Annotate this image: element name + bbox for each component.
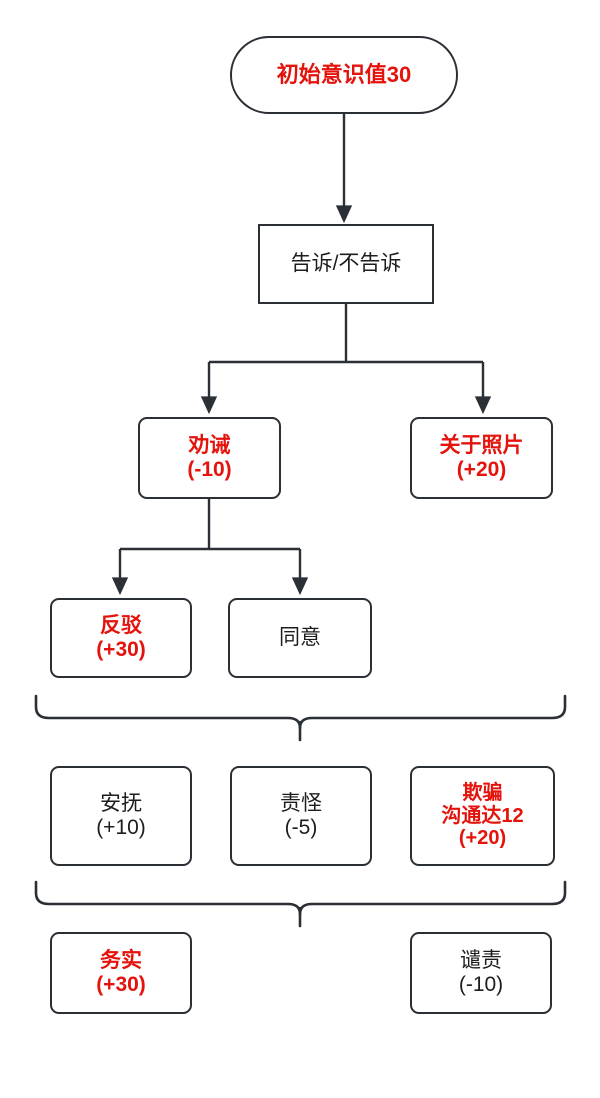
node-label: 初始意识值30 <box>276 61 412 87</box>
node-label: 同意 <box>279 626 321 650</box>
node-agree[interactable]: 同意 <box>228 598 372 678</box>
node-requirement: 沟通达12 <box>441 804 524 827</box>
node-score: (+20) <box>456 458 507 481</box>
node-score: (+30) <box>96 973 146 996</box>
node-label: 告诉/不告诉 <box>290 252 402 276</box>
node-label: 安抚 <box>100 792 142 816</box>
node-label: 关于照片 <box>439 434 524 458</box>
node-comfort[interactable]: 安抚 (+10) <box>50 766 192 866</box>
node-persuade[interactable]: 劝诫 (-10) <box>138 417 281 499</box>
node-tell-or-not[interactable]: 告诉/不告诉 <box>258 224 434 304</box>
node-label: 务实 <box>100 949 142 973</box>
edge-persuade-branch <box>111 499 309 596</box>
node-score: (+30) <box>96 638 146 661</box>
node-score: (-10) <box>187 458 232 481</box>
node-score: (+20) <box>458 827 507 850</box>
node-condemn[interactable]: 谴责 (-10) <box>410 932 552 1014</box>
node-about-photo[interactable]: 关于照片 (+20) <box>410 417 553 499</box>
node-score: (+10) <box>96 816 146 839</box>
brace-lower <box>34 880 567 928</box>
node-deceive[interactable]: 欺骗 沟通达12 (+20) <box>410 766 555 866</box>
node-label: 谴责 <box>460 949 502 973</box>
node-label: 欺骗 <box>462 782 503 805</box>
edge-tell-branch <box>200 304 492 415</box>
node-score: (-5) <box>284 816 318 839</box>
node-blame[interactable]: 责怪 (-5) <box>230 766 372 866</box>
node-label: 劝诫 <box>188 434 231 458</box>
brace-upper <box>34 694 567 742</box>
node-pragmatic[interactable]: 务实 (+30) <box>50 932 192 1014</box>
node-label: 反驳 <box>100 614 142 638</box>
node-score: (-10) <box>458 973 504 996</box>
node-label: 责怪 <box>280 792 322 816</box>
node-refute[interactable]: 反驳 (+30) <box>50 598 192 678</box>
node-initial-awareness[interactable]: 初始意识值30 <box>230 36 458 114</box>
